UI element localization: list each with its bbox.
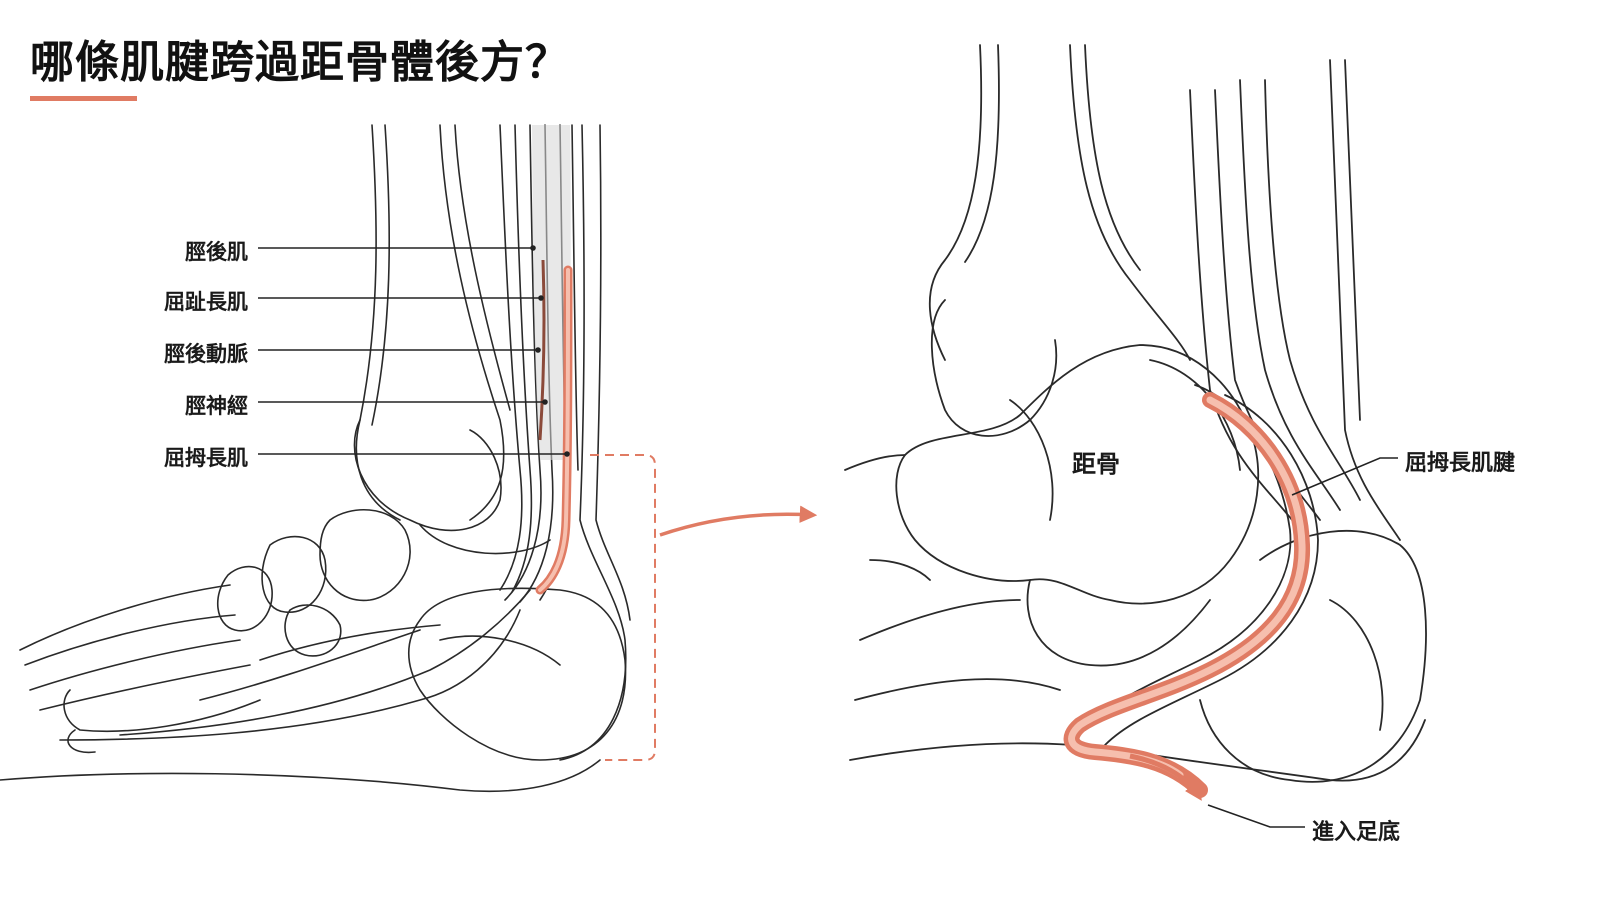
label-tibial-nerve: 脛神經 xyxy=(185,394,248,418)
page-title: 哪條肌腱跨過距骨體後方？ xyxy=(30,37,570,88)
left-leaders xyxy=(258,247,567,455)
talus-outline xyxy=(895,344,1260,605)
left-ankle-drawing xyxy=(0,124,631,793)
left-leader-dots xyxy=(530,245,570,457)
label-fhl-tendon: 屈拇長肌腱 xyxy=(1405,451,1516,476)
label-fhl: 屈拇長肌 xyxy=(164,446,248,470)
label-talus: 距骨 xyxy=(1072,450,1120,478)
label-tibialis-posterior: 脛後肌 xyxy=(185,240,248,264)
leader-tendon xyxy=(1291,457,1398,496)
label-posterior-tibial-artery: 脛後動脈 xyxy=(164,342,248,366)
label-into-sole: 進入足底 xyxy=(1312,820,1401,845)
label-fdl: 屈趾長肌 xyxy=(164,290,248,314)
title-underline xyxy=(30,96,137,101)
zoom-bracket xyxy=(590,454,656,761)
leader-exit xyxy=(1207,804,1305,828)
artery-strand xyxy=(538,259,546,441)
right-ankle-drawing xyxy=(844,44,1427,783)
fhl-exit-arrow xyxy=(1129,753,1202,801)
zoom-arrow xyxy=(659,505,818,537)
